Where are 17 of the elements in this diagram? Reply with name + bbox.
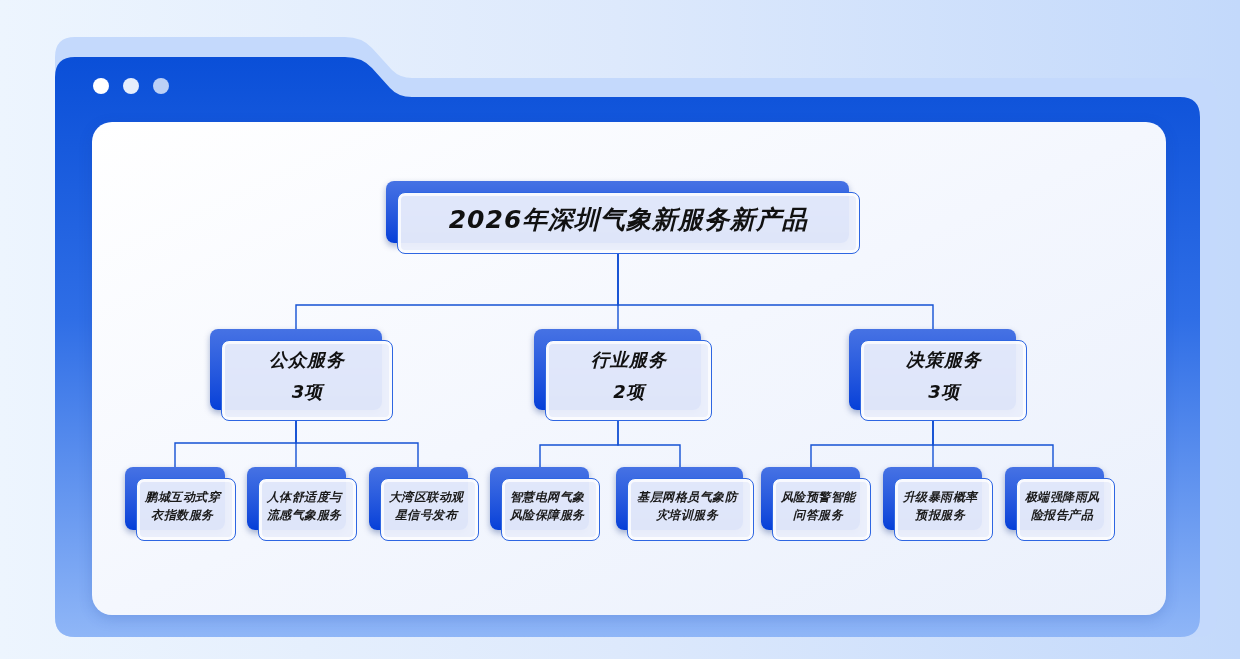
connector-line (617, 420, 681, 468)
connector-line (295, 420, 419, 468)
connector-line (932, 420, 1054, 468)
service-label: 风险预警智能问答服务 (779, 488, 857, 524)
category-label: 行业服务 (590, 347, 667, 372)
service-label: 升级暴雨概率预报服务 (901, 488, 979, 524)
service-label: 人体舒适度与流感气象服务 (265, 488, 343, 524)
service-label: 基层网格员气象防灾培训服务 (636, 488, 740, 524)
service-label: 鹏城互动式穿衣指数服务 (143, 488, 222, 524)
service-label: 智慧电网气象风险保障服务 (508, 488, 586, 524)
service-label: 大湾区联动观星信号发布 (387, 488, 465, 524)
connector-line (617, 253, 934, 330)
service-label: 极端强降雨风险报告产品 (1023, 488, 1101, 524)
category-label: 决策服务 (905, 347, 982, 372)
root-label: 2026年深圳气象新服务新产品 (448, 204, 809, 236)
item-count: 3项 (291, 379, 323, 404)
category-label: 公众服务 (269, 347, 345, 372)
